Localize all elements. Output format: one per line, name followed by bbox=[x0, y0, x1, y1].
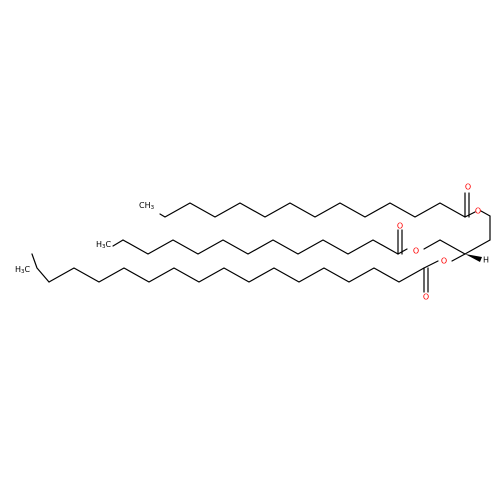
methyl-label-top-sub: 3 bbox=[151, 205, 155, 211]
oxygen-ester-2: O bbox=[413, 247, 419, 256]
methyl-label-bottom-c: C bbox=[25, 265, 31, 274]
methyl-label-bottom-sub: 3 bbox=[21, 269, 25, 275]
methyl-label-mid-h: H bbox=[96, 240, 102, 249]
stereo-wedge bbox=[465, 254, 482, 262]
acyl-chain-3 bbox=[48, 267, 425, 283]
acyl-chain-2-branch bbox=[112, 239, 124, 247]
hydrogen-stereo: H bbox=[483, 256, 489, 265]
methyl-label-bottom-h: H bbox=[15, 265, 21, 274]
acyl-chain-3-branch bbox=[31, 253, 50, 283]
methyl-label-mid-sub: 3 bbox=[102, 244, 106, 250]
acyl-chain-2 bbox=[122, 239, 399, 255]
ester-group-1 bbox=[464, 192, 491, 218]
glycerol-backbone bbox=[423, 215, 491, 262]
methyl-label-mid: H3C bbox=[96, 240, 112, 250]
methyl-label-top-main: CH bbox=[139, 201, 151, 210]
ester-group-2 bbox=[397, 229, 408, 255]
methyl-label-bottom: H3C bbox=[15, 265, 31, 275]
atom-labels: O O O O O O H CH3 H3C H3C bbox=[15, 183, 489, 302]
ester-group-3 bbox=[423, 260, 439, 293]
oxygen-carbonyl-1: O bbox=[465, 183, 471, 192]
oxygen-carbonyl-2: O bbox=[397, 222, 403, 231]
oxygen-carbonyl-3: O bbox=[423, 293, 429, 302]
oxygen-ester-3: O bbox=[441, 257, 447, 266]
methyl-label-mid-c: C bbox=[106, 240, 112, 249]
acyl-chain-1 bbox=[159, 202, 466, 218]
methyl-label-top: CH3 bbox=[139, 201, 155, 211]
oxygen-ester-1: O bbox=[475, 207, 481, 216]
